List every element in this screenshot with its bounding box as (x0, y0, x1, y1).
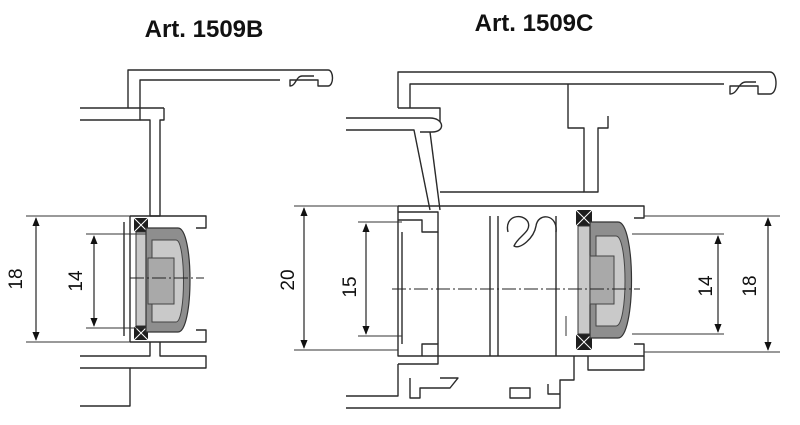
profile-upper-1509c (346, 71, 777, 211)
dimension-label: 15 (340, 276, 361, 297)
drawing-1509b: Art. 1509B (6, 16, 334, 407)
gasket-1509b (133, 217, 191, 341)
sash-body-1509c (397, 205, 645, 365)
profile-lower-1509c (346, 356, 645, 409)
dimensions-1509c (294, 205, 780, 353)
profile-upper-1509b (80, 69, 334, 217)
dimension-label: 20 (278, 269, 299, 290)
gasket-housing-1509b (80, 215, 207, 407)
drawing-title-1509c: Art. 1509C (475, 10, 594, 37)
dimension-label: 14 (696, 275, 717, 297)
drawing-title-1509b: Art. 1509B (145, 16, 264, 43)
drawing-1509c: Art. 1509C (278, 10, 780, 409)
dimension-label: 14 (66, 270, 87, 292)
dimension-label: 18 (6, 268, 27, 289)
dimension-label: 18 (740, 275, 761, 296)
dimensions-1509b (26, 215, 146, 343)
gasket-1509c (565, 209, 633, 351)
